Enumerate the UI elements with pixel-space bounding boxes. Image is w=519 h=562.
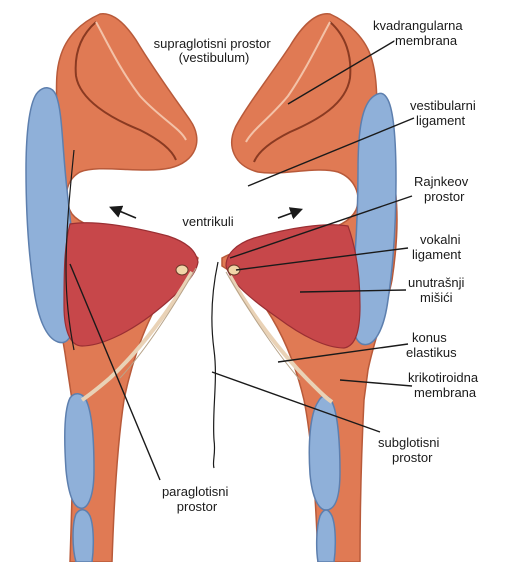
label-quadrangular-membrane: kvadrangularna membrana xyxy=(373,18,466,48)
label-ventricles: ventrikuli xyxy=(182,214,233,229)
label-supraglottic-space: supraglotisni prostor (vestibulum) xyxy=(154,36,275,65)
right-laryngeal-wall xyxy=(222,14,397,562)
label-conus-elasticus: konus elastikus xyxy=(406,330,457,360)
right-tracheal-ring xyxy=(317,510,336,562)
right-ventricle-arrow xyxy=(278,210,300,218)
label-reinke-space: Rajnkeov prostor xyxy=(414,174,472,204)
label-paraglottic-space: paraglotisni prostor xyxy=(162,484,232,514)
right-cricoid-cartilage xyxy=(309,396,340,510)
left-tracheal-ring xyxy=(73,510,93,562)
left-laryngeal-wall xyxy=(26,14,198,562)
center-guide-line xyxy=(212,262,218,468)
left-cricoid-cartilage xyxy=(65,394,94,508)
left-ventricle-arrow xyxy=(112,208,136,218)
label-vestibular-ligament: vestibularni ligament xyxy=(410,98,479,128)
label-internal-muscles: unutrašnji mišići xyxy=(408,275,468,305)
label-subglottic-space: subglotisni prostor xyxy=(378,435,443,465)
label-vocal-ligament: vokalni ligament xyxy=(412,232,464,262)
left-internal-muscles xyxy=(64,223,198,346)
label-cricothyroid-membrane: krikotiroidna membrana xyxy=(408,370,482,400)
left-vocal-ligament xyxy=(176,265,188,275)
